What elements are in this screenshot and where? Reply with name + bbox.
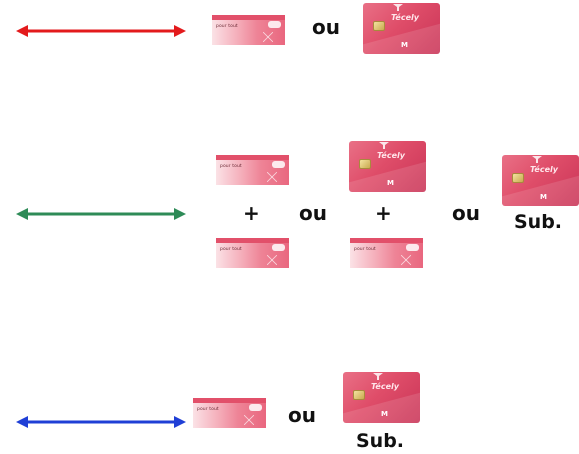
card-logo-icon	[532, 156, 542, 163]
paper-ticket: pour tout	[216, 238, 289, 268]
card-mark: M	[401, 41, 408, 49]
or-label: ou	[288, 403, 316, 427]
ticket-logo-icon	[249, 404, 262, 411]
ticket-stripe-icon	[401, 255, 411, 265]
double-arrow-red	[16, 25, 186, 37]
or-label: ou	[312, 15, 340, 39]
subscription-label: Sub.	[514, 211, 563, 233]
paper-ticket: pour tout	[350, 238, 423, 268]
chip-icon	[373, 21, 385, 31]
card-brand: Técely	[530, 165, 558, 174]
ticket-stripe-icon	[263, 32, 273, 42]
ticket-logo-icon	[268, 21, 281, 28]
ticket-text: pour tout	[197, 407, 219, 412]
chip-icon	[512, 173, 524, 183]
ticket-logo-icon	[272, 161, 285, 168]
ticket-stripe-icon	[267, 172, 277, 182]
card-logo-icon	[393, 4, 403, 11]
subscription-label: Sub.	[356, 430, 405, 452]
chip-icon	[359, 159, 371, 169]
card-brand: Técely	[391, 13, 419, 22]
ticket-logo-icon	[406, 244, 419, 251]
card-mark: M	[540, 193, 547, 201]
or-label: ou	[452, 201, 480, 225]
card-logo-icon	[373, 373, 383, 380]
paper-ticket: pour tout	[212, 15, 285, 45]
double-arrow-green	[16, 208, 186, 220]
ticket-text: pour tout	[216, 24, 238, 29]
ticket-text: pour tout	[354, 247, 376, 252]
ticket-stripe-icon	[267, 255, 277, 265]
ticket-text: pour tout	[220, 247, 242, 252]
chip-icon	[353, 390, 365, 400]
ticket-text: pour tout	[220, 164, 242, 169]
ticket-stripe-icon	[244, 415, 254, 425]
paper-ticket: pour tout	[193, 398, 266, 428]
smart-card: Técely M	[502, 155, 579, 206]
paper-ticket: pour tout	[216, 155, 289, 185]
double-arrow-blue	[16, 416, 186, 428]
card-logo-icon	[379, 142, 389, 149]
plus-label: +	[243, 201, 260, 225]
card-brand: Técely	[377, 151, 405, 160]
card-brand: Técely	[371, 382, 399, 391]
smart-card: Técely M	[343, 372, 420, 423]
or-label: ou	[299, 201, 327, 225]
card-mark: M	[387, 179, 394, 187]
smart-card: Técely M	[363, 3, 440, 54]
ticket-logo-icon	[272, 244, 285, 251]
card-mark: M	[381, 410, 388, 418]
plus-label: +	[375, 201, 392, 225]
smart-card: Técely M	[349, 141, 426, 192]
